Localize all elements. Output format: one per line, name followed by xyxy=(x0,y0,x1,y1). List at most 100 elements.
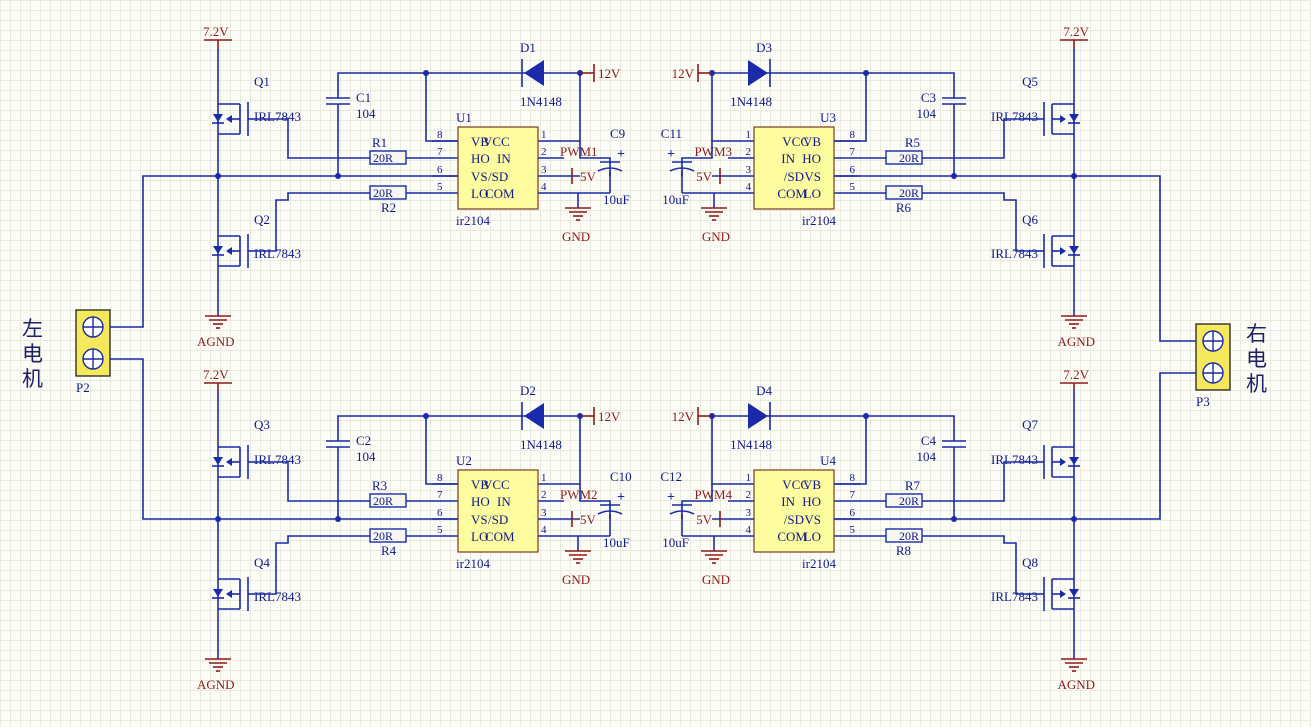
connector-p3 xyxy=(1195,323,1231,391)
v5-label-b1: 5V xyxy=(580,512,597,527)
svg-text:6: 6 xyxy=(437,507,443,519)
q1-ref: Q1 xyxy=(254,74,270,89)
r1-value-b2: 20R xyxy=(899,151,919,165)
svg-text:8: 8 xyxy=(437,472,443,484)
svg-text:VS: VS xyxy=(804,512,821,527)
q1-type: IRL7843 xyxy=(254,109,301,124)
svg-text:+: + xyxy=(667,490,675,505)
c9-value-b1: 10uF xyxy=(603,535,630,550)
v5-label-b2: 5V xyxy=(696,169,713,184)
d1-ref-b1: D2 xyxy=(520,383,536,398)
c9-ref: C9 xyxy=(610,126,625,141)
pwm1-label: PWM1 xyxy=(560,144,598,159)
svg-text:LO: LO xyxy=(804,529,821,544)
svg-text:7: 7 xyxy=(437,489,443,501)
r2-value-b1: 20R xyxy=(373,529,393,543)
mosfet-q1-b3 xyxy=(1037,428,1081,496)
d1-ref-b2: D3 xyxy=(756,40,772,55)
d1-ref: D1 xyxy=(520,40,536,55)
connector-p2 xyxy=(75,309,111,377)
right-motor-label-char3: 机 xyxy=(1246,372,1267,396)
svg-text:1: 1 xyxy=(541,472,547,484)
c1-ref-b1: C2 xyxy=(356,433,371,448)
q2-type-b2: IRL7843 xyxy=(991,246,1038,261)
svg-text:IN: IN xyxy=(781,494,795,509)
mosfet-q2-b3 xyxy=(1037,560,1081,628)
svg-text:VCC: VCC xyxy=(782,477,809,492)
svg-text:IN: IN xyxy=(781,151,795,166)
right-motor-label-char1: 右 xyxy=(1246,322,1267,346)
svg-text:HO: HO xyxy=(802,151,821,166)
v12-label-b3: 12V xyxy=(672,409,695,424)
c9-value: 10uF xyxy=(603,192,630,207)
svg-text:2: 2 xyxy=(746,489,752,501)
svg-text:8: 8 xyxy=(850,129,856,141)
svg-text:+: + xyxy=(617,147,625,162)
svg-text:1: 1 xyxy=(746,129,752,141)
r2-ref-b3: R8 xyxy=(896,543,911,558)
q2-type-b1: IRL7843 xyxy=(254,589,301,604)
v12-label-b2: 12V xyxy=(672,66,695,81)
left-motor-label-char1: 左 xyxy=(22,317,43,341)
gnd-label-b2: GND xyxy=(702,229,730,244)
r2-ref: R2 xyxy=(381,200,396,215)
d1-type: 1N4148 xyxy=(520,94,562,109)
r1-ref-b2: R5 xyxy=(905,135,920,150)
svg-text:8: 8 xyxy=(437,129,443,141)
q2-ref-b2: Q6 xyxy=(1022,212,1038,227)
c1-ref: C1 xyxy=(356,90,371,105)
svg-text:HO: HO xyxy=(471,151,490,166)
svg-text:4: 4 xyxy=(746,524,752,536)
pwm1-label-b1: PWM2 xyxy=(560,487,598,502)
svg-text:7: 7 xyxy=(437,146,443,158)
svg-text:HO: HO xyxy=(802,494,821,509)
svg-text:/SD: /SD xyxy=(488,512,508,527)
svg-text:2: 2 xyxy=(746,146,752,158)
svg-text:VB: VB xyxy=(803,477,821,492)
pwm1-label-b3: PWM4 xyxy=(694,487,732,502)
svg-text:4: 4 xyxy=(746,181,752,193)
pwm1-label-b2: PWM3 xyxy=(694,144,732,159)
svg-text:7: 7 xyxy=(850,146,856,158)
c1-value: 104 xyxy=(356,106,376,121)
mosfet-q2 xyxy=(211,217,255,285)
mosfet-q1 xyxy=(211,85,255,153)
c9-ref-b1: C10 xyxy=(610,469,632,484)
c1-value-b2: 104 xyxy=(917,106,937,121)
vcc72-label-b2: 7.2V xyxy=(1063,24,1089,39)
d1-type-b2: 1N4148 xyxy=(730,94,772,109)
svg-text:VCC: VCC xyxy=(782,134,809,149)
u1-type-b3: ir2104 xyxy=(802,556,836,571)
svg-text:/SD: /SD xyxy=(784,169,804,184)
u1-ref-b2: U3 xyxy=(820,110,836,125)
d1-type-b1: 1N4148 xyxy=(520,437,562,452)
svg-text:VS: VS xyxy=(471,512,488,527)
svg-text:HO: HO xyxy=(471,494,490,509)
r1-ref-b1: R3 xyxy=(372,478,387,493)
agnd-label: AGND xyxy=(197,334,235,349)
svg-text:COM: COM xyxy=(485,186,515,201)
svg-text:4: 4 xyxy=(541,181,547,193)
r1-ref-b3: R7 xyxy=(905,478,921,493)
vcc72-label-b1: 7.2V xyxy=(203,367,229,382)
u1-type-b1: ir2104 xyxy=(456,556,490,571)
c1-value-b3: 104 xyxy=(917,449,937,464)
svg-text:+: + xyxy=(667,147,675,162)
c9-value-b2: 10uF xyxy=(662,192,689,207)
mosfet-q1-b1 xyxy=(211,428,255,496)
left-motor-label-char2: 电 xyxy=(22,342,43,366)
r1-value-b1: 20R xyxy=(373,494,393,508)
ic-u1-b1 xyxy=(457,469,539,553)
agnd-label-b3: AGND xyxy=(1057,677,1095,692)
svg-text:6: 6 xyxy=(850,507,856,519)
mosfet-q1-b2 xyxy=(1037,85,1081,153)
right-motor-label-char2: 电 xyxy=(1246,347,1267,371)
q1-type-b2: IRL7843 xyxy=(991,109,1038,124)
svg-text:VS: VS xyxy=(471,169,488,184)
svg-text:5: 5 xyxy=(437,524,443,536)
agnd-label-b2: AGND xyxy=(1057,334,1095,349)
v12-label: 12V xyxy=(598,66,621,81)
c1-ref-b3: C4 xyxy=(921,433,937,448)
v5-label-b3: 5V xyxy=(696,512,713,527)
